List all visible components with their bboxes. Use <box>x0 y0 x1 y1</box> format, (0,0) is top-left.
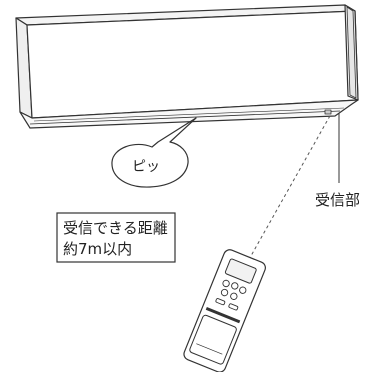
receiver-label: 受信部 <box>315 191 360 209</box>
remote-button <box>230 292 238 300</box>
remote-button <box>222 279 230 288</box>
callout-sound-text: ピッ <box>132 159 160 175</box>
callout-bubble <box>111 117 197 188</box>
distance-box-frame <box>56 212 176 263</box>
remote-display <box>224 258 257 284</box>
remote-button <box>239 286 247 294</box>
remote-control <box>183 249 266 372</box>
aircon-side-cap-inner <box>346 6 357 99</box>
air-conditioner-unit <box>15 4 359 129</box>
aircon-louver-line <box>29 110 341 125</box>
remote-button-bar <box>228 303 239 311</box>
distance-line-2: 約7m以内 <box>63 240 132 258</box>
remote-lid-line <box>196 343 223 355</box>
aircon-front-face <box>26 10 359 119</box>
remote-divider <box>205 306 241 324</box>
remote-button <box>231 282 239 290</box>
beep-callout: ピッ <box>111 117 197 188</box>
remote-button-bar <box>215 298 226 306</box>
remote-button <box>220 288 229 297</box>
distance-box: 受信できる距離 約7m以内 <box>56 212 176 263</box>
distance-line-1: 受信できる距離 <box>63 219 168 237</box>
remote-lid <box>189 314 237 365</box>
aircon-louver-line-2 <box>33 107 345 122</box>
receiver-window <box>324 109 332 115</box>
